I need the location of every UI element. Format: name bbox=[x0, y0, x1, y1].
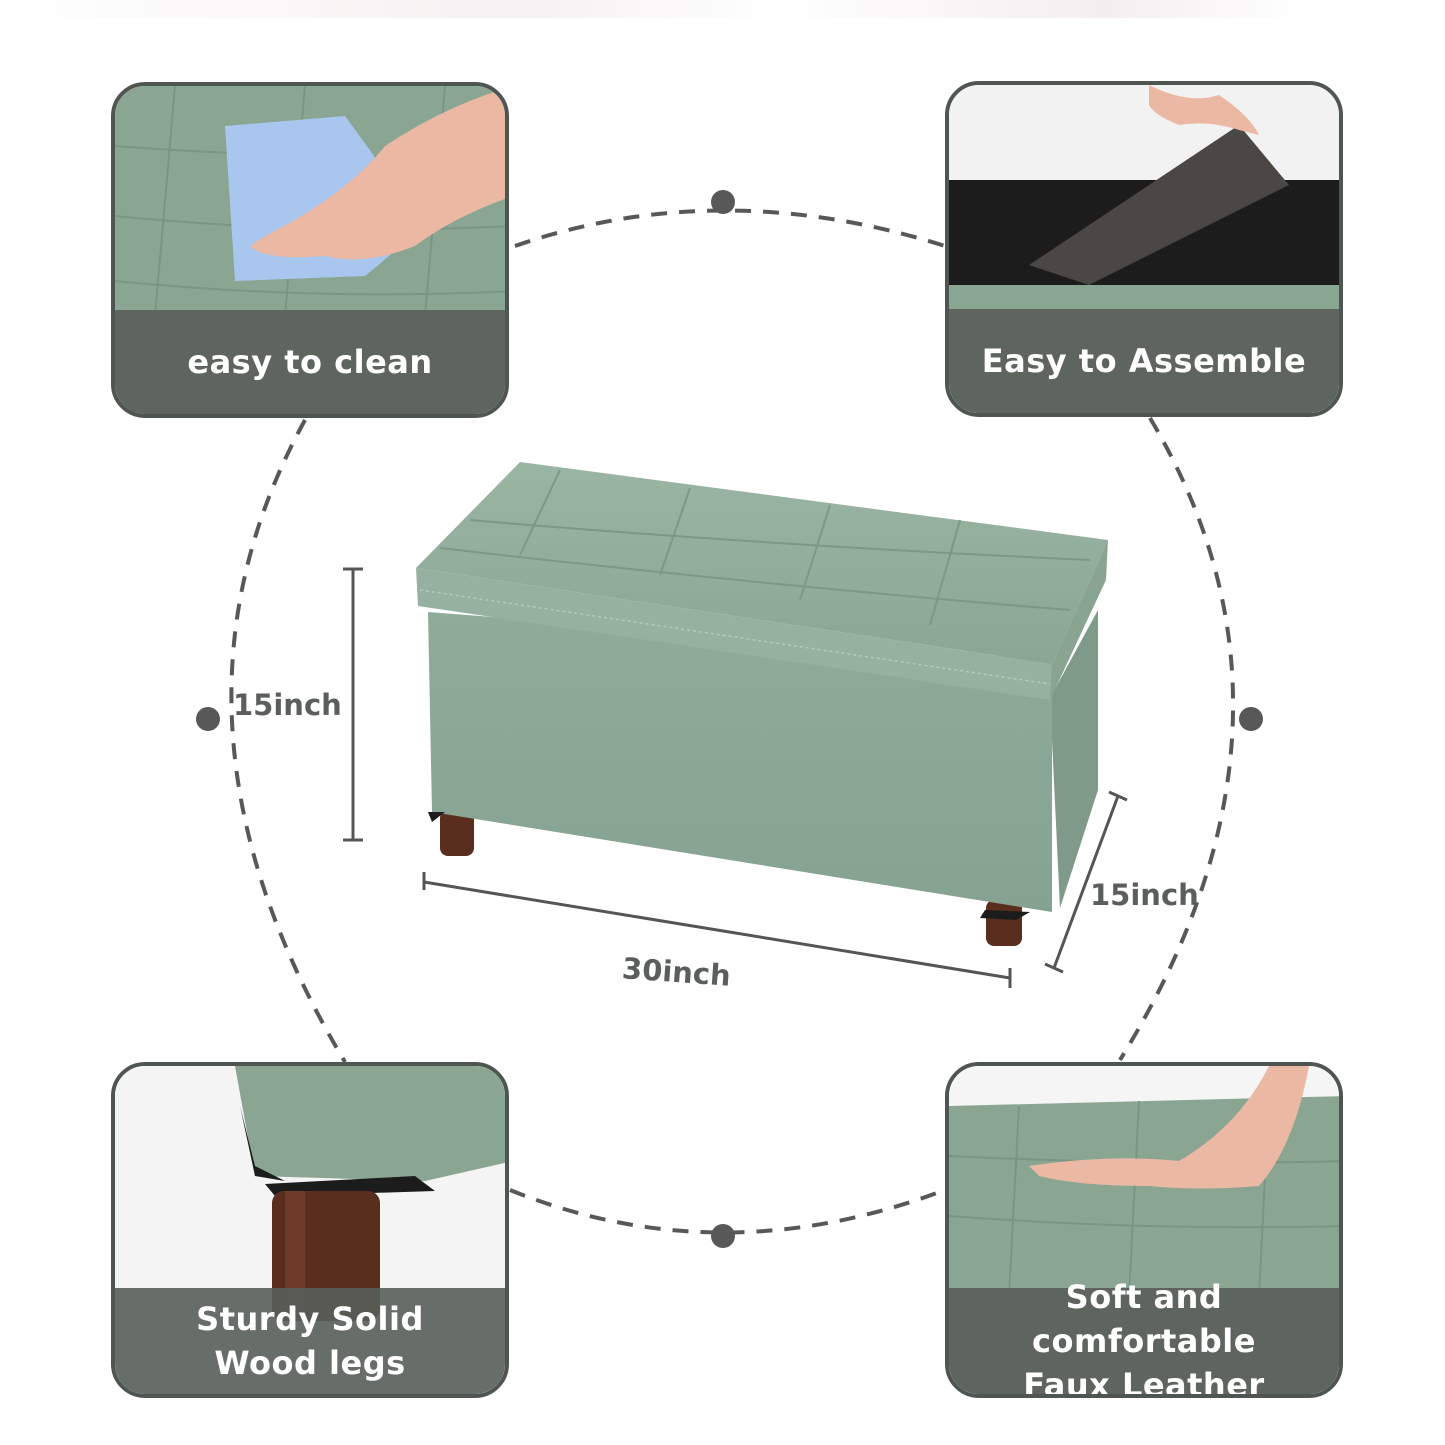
feature-label-legs-line2: Wood legs bbox=[214, 1344, 406, 1382]
dimension-height-label: 15inch bbox=[233, 688, 342, 722]
leg-back-left bbox=[440, 810, 474, 856]
ring-dot-right bbox=[1239, 707, 1263, 731]
feature-card-clean: easy to clean bbox=[111, 82, 509, 418]
feature-label-assemble: Easy to Assemble bbox=[981, 342, 1307, 380]
feature-card-assemble: Easy to Assemble bbox=[945, 81, 1343, 417]
feature-band-clean: easy to clean bbox=[115, 310, 505, 414]
top-strip bbox=[0, 0, 1300, 18]
feature-card-legs: Sturdy Solid Wood legs bbox=[111, 1062, 509, 1398]
ring-dot-top bbox=[711, 190, 735, 214]
feature-band-legs: Sturdy Solid Wood legs bbox=[115, 1288, 505, 1394]
ring-dot-left bbox=[196, 707, 220, 731]
feature-band-assemble: Easy to Assemble bbox=[949, 309, 1339, 413]
ottoman-product bbox=[343, 462, 1128, 988]
feature-label-soft-line1: Soft and comfortable bbox=[1032, 1278, 1256, 1360]
dimension-depth-label: 15inch bbox=[1090, 878, 1199, 912]
leg-front-right bbox=[986, 900, 1022, 946]
feature-card-soft: Soft and comfortable Faux Leather bbox=[945, 1062, 1343, 1398]
feature-band-soft: Soft and comfortable Faux Leather bbox=[949, 1278, 1339, 1394]
feature-label-legs-line1: Sturdy Solid bbox=[196, 1300, 424, 1338]
feature-label-clean: easy to clean bbox=[187, 343, 433, 381]
feature-label-soft-line2: Faux Leather bbox=[1023, 1366, 1265, 1398]
ring-dot-bottom bbox=[711, 1224, 735, 1248]
